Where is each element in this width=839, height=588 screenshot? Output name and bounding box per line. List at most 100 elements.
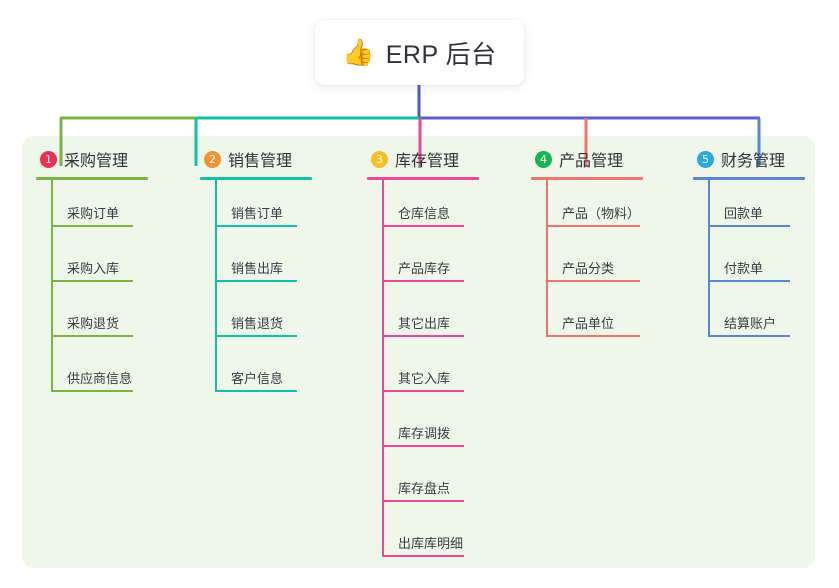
branch-number-badge: 2 <box>204 150 221 168</box>
leaf-rule <box>382 280 464 282</box>
branch-leaf-list: 仓库信息产品库存其它出库其它入库库存调拨库存盘点出库库明细 <box>367 180 527 565</box>
leaf-label: 采购退货 <box>67 316 120 331</box>
leaf-label: 采购入库 <box>67 261 120 276</box>
leaf-rule <box>51 335 133 337</box>
leaf-rule <box>708 225 790 227</box>
leaf-rule <box>546 225 640 227</box>
branch-leaf-list: 采购订单采购入库采购退货供应商信息 <box>36 180 196 400</box>
thumbs-up-icon: 👍 <box>342 37 375 68</box>
leaf-rule <box>382 445 464 447</box>
leaf-label: 结算账户 <box>724 316 777 331</box>
leaf-label: 回款单 <box>724 206 764 221</box>
branch-title: 财务管理 <box>721 153 786 170</box>
branch-header-rule <box>200 177 312 180</box>
branch-title: 销售管理 <box>228 153 293 170</box>
leaf-node[interactable]: 回款单 <box>693 180 839 235</box>
leaf-node[interactable]: 产品分类 <box>531 235 691 290</box>
leaf-rule <box>382 390 464 392</box>
branch-spine <box>546 180 548 337</box>
leaf-rule <box>708 335 790 337</box>
branch-title: 产品管理 <box>559 153 624 170</box>
root-node-title: ERP 后台 <box>385 40 497 69</box>
leaf-label: 仓库信息 <box>398 206 451 221</box>
leaf-node[interactable]: 库存盘点 <box>367 455 527 510</box>
leaf-node[interactable]: 付款单 <box>693 235 839 290</box>
leaf-label: 付款单 <box>724 261 764 276</box>
leaf-node[interactable]: 客户信息 <box>200 345 360 400</box>
branch-spine <box>708 180 710 337</box>
branch-number-badge: 3 <box>371 150 388 168</box>
leaf-rule <box>51 280 133 282</box>
leaf-label: 库存盘点 <box>398 481 451 496</box>
leaf-node[interactable]: 销售订单 <box>200 180 360 235</box>
branch-number-badge: 1 <box>40 150 57 168</box>
leaf-node[interactable]: 结算账户 <box>693 290 839 345</box>
branch-column-3: 3 库存管理仓库信息产品库存其它出库其它入库库存调拨库存盘点出库库明细 <box>367 146 527 565</box>
branch-column-2: 2 销售管理销售订单销售出库销售退货客户信息 <box>200 146 360 400</box>
branch-leaf-list: 销售订单销售出库销售退货客户信息 <box>200 180 360 400</box>
leaf-label: 销售出库 <box>231 261 284 276</box>
branch-spine <box>215 180 217 392</box>
branch-header-rule <box>367 177 479 180</box>
branch-header-2[interactable]: 2 销售管理 <box>200 146 360 172</box>
branch-header-1[interactable]: 1 采购管理 <box>36 146 196 172</box>
leaf-rule <box>215 225 297 227</box>
leaf-node[interactable]: 出库库明细 <box>367 510 527 565</box>
branch-column-1: 1 采购管理采购订单采购入库采购退货供应商信息 <box>36 146 196 400</box>
leaf-node[interactable]: 销售退货 <box>200 290 360 345</box>
leaf-node[interactable]: 其它入库 <box>367 345 527 400</box>
leaf-rule <box>382 500 464 502</box>
leaf-rule <box>546 280 640 282</box>
leaf-node[interactable]: 采购订单 <box>36 180 196 235</box>
leaf-node[interactable]: 供应商信息 <box>36 345 196 400</box>
leaf-node[interactable]: 库存调拨 <box>367 400 527 455</box>
branch-title: 采购管理 <box>64 153 129 170</box>
leaf-node[interactable]: 仓库信息 <box>367 180 527 235</box>
leaf-label: 销售退货 <box>231 316 284 331</box>
leaf-rule <box>546 335 640 337</box>
leaf-label: 供应商信息 <box>67 371 133 386</box>
branch-spine <box>51 180 53 392</box>
leaf-label: 产品（物料） <box>562 206 641 221</box>
branch-header-5[interactable]: 5 财务管理 <box>693 146 839 172</box>
leaf-label: 产品库存 <box>398 261 451 276</box>
leaf-label: 产品分类 <box>562 261 615 276</box>
leaf-node[interactable]: 其它出库 <box>367 290 527 345</box>
leaf-rule <box>215 335 297 337</box>
branch-header-rule <box>693 177 805 180</box>
diagram-background-panel <box>22 136 815 568</box>
leaf-node[interactable]: 产品（物料） <box>531 180 691 235</box>
leaf-node[interactable]: 采购退货 <box>36 290 196 345</box>
leaf-label: 出库库明细 <box>398 536 464 551</box>
branch-column-5: 5 财务管理回款单付款单结算账户 <box>693 146 839 345</box>
branch-header-rule <box>531 177 643 180</box>
branch-title: 库存管理 <box>395 153 460 170</box>
leaf-rule <box>382 335 464 337</box>
branch-number-badge: 5 <box>697 150 714 168</box>
branch-header-rule <box>36 177 148 180</box>
leaf-rule <box>215 390 297 392</box>
leaf-node[interactable]: 采购入库 <box>36 235 196 290</box>
branch-header-3[interactable]: 3 库存管理 <box>367 146 527 172</box>
leaf-rule <box>51 225 133 227</box>
branch-leaf-list: 回款单付款单结算账户 <box>693 180 839 345</box>
leaf-rule <box>382 555 464 557</box>
branch-spine <box>382 180 384 557</box>
leaf-label: 其它入库 <box>398 371 451 386</box>
leaf-rule <box>51 390 133 392</box>
leaf-node[interactable]: 产品库存 <box>367 235 527 290</box>
leaf-label: 其它出库 <box>398 316 451 331</box>
leaf-rule <box>382 225 464 227</box>
leaf-node[interactable]: 销售出库 <box>200 235 360 290</box>
branch-leaf-list: 产品（物料） 产品分类产品单位 <box>531 180 691 345</box>
leaf-node[interactable]: 产品单位 <box>531 290 691 345</box>
leaf-rule <box>215 280 297 282</box>
root-node-erp-backend[interactable]: 👍 ERP 后台 <box>315 20 524 85</box>
leaf-label: 采购订单 <box>67 206 120 221</box>
leaf-rule <box>708 280 790 282</box>
leaf-label: 客户信息 <box>231 371 284 386</box>
